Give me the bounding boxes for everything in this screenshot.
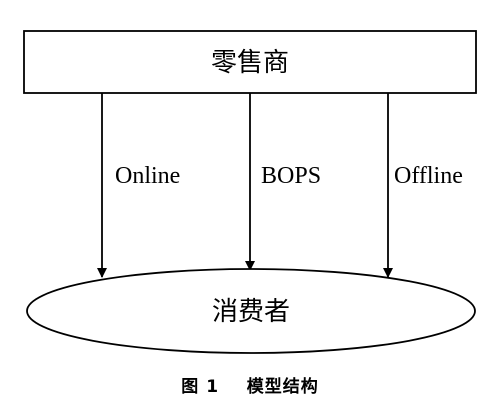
edge-label-online: Online <box>115 163 180 189</box>
figure-caption: 图 1 模型结构 <box>0 372 500 397</box>
consumer-node-label: 消费者 <box>212 297 290 327</box>
retailer-node-box <box>23 30 477 94</box>
edge-label-bops: BOPS <box>261 163 321 189</box>
edge-label-offline: Offline <box>394 163 463 189</box>
retailer-node-label: 零售商 <box>211 48 289 78</box>
consumer-node-ellipse <box>26 268 476 354</box>
figure-title: 模型结构 <box>246 377 319 397</box>
figure-number: 图 1 <box>181 377 220 397</box>
